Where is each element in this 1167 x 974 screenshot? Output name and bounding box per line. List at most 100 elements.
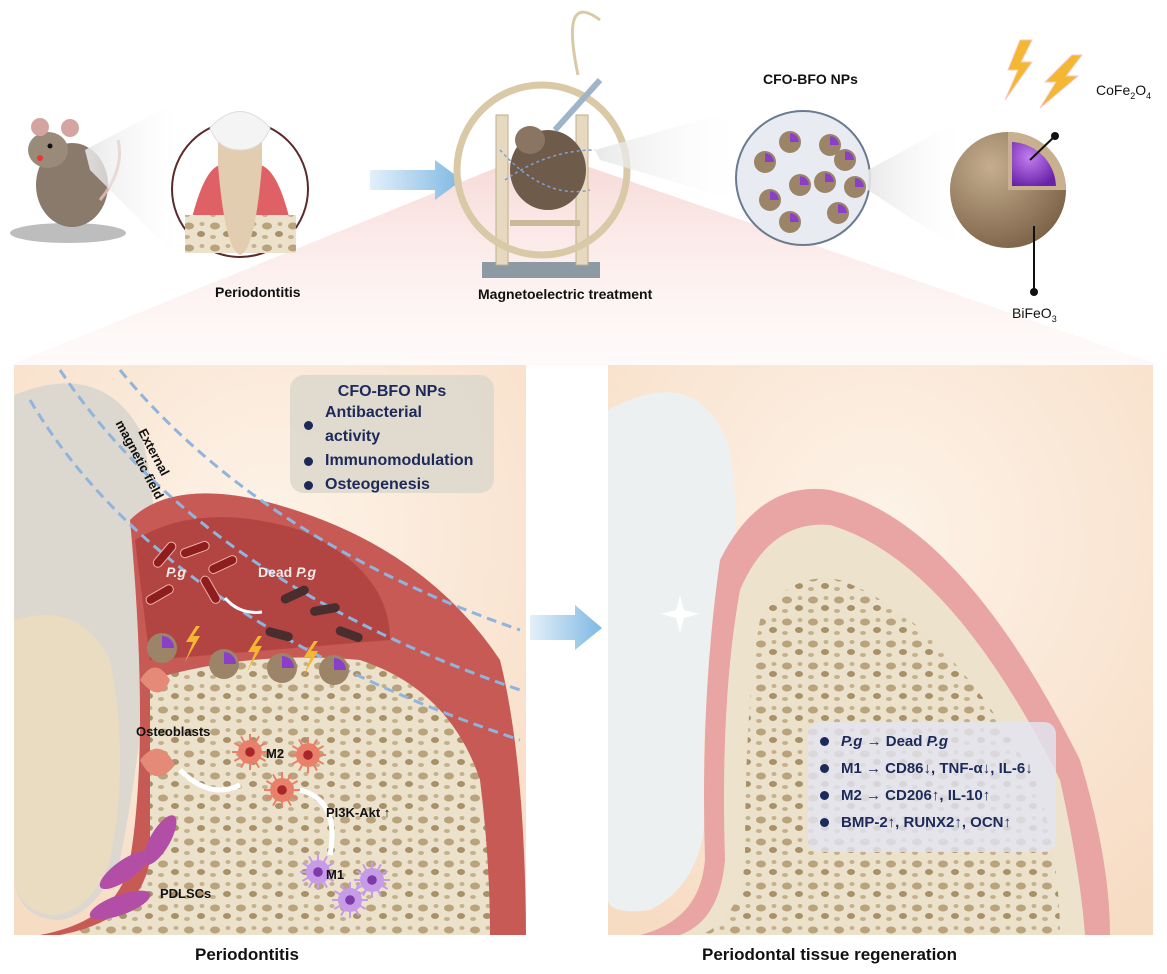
pdlscs-label: PDLSCs bbox=[160, 886, 212, 901]
right-panel-caption: Periodontal tissue regeneration bbox=[702, 945, 958, 964]
outcome-item: M1 → CD86↓, TNF-α↓, IL-6↓ bbox=[820, 755, 1044, 782]
nanoparticle-icon bbox=[814, 171, 836, 193]
np-cluster-label: CFO-BFO NPs bbox=[763, 71, 858, 87]
polarization-arrow bbox=[299, 787, 335, 856]
left-panel-caption: Periodontitis bbox=[195, 945, 299, 964]
bullet-icon bbox=[820, 737, 829, 746]
step-label-periodontitis: Periodontitis bbox=[215, 284, 301, 300]
nps-info-item-text: Immunomodulation bbox=[325, 452, 474, 469]
nanoparticle-icon bbox=[844, 176, 866, 198]
magnetic-field-line bbox=[118, 369, 521, 632]
differentiation-arrow bbox=[178, 768, 242, 793]
osteoblasts-label: Osteoblasts bbox=[136, 724, 211, 739]
macrophage-icon bbox=[232, 734, 268, 770]
pg-label: P.g bbox=[166, 564, 186, 580]
m2-label: M2 bbox=[266, 746, 285, 761]
lightning-bolt-icon bbox=[1039, 54, 1084, 109]
shell-label: BiFeO3 bbox=[1012, 305, 1057, 324]
core-label-text: CoFe bbox=[1096, 82, 1131, 98]
outcome-arrow-text: → Dead bbox=[862, 733, 927, 750]
zoom-beam-3 bbox=[868, 120, 960, 250]
gum-lightning-bolts bbox=[185, 626, 318, 677]
core-label-mid: O bbox=[1135, 82, 1147, 98]
bullet-icon bbox=[820, 818, 829, 827]
m1-macrophages bbox=[300, 854, 390, 918]
nanoparticle-icon bbox=[759, 189, 781, 211]
macrophage-icon bbox=[290, 737, 326, 773]
shell-label-sub: 3 bbox=[1051, 313, 1057, 324]
core-shell-nanoparticle bbox=[950, 132, 1066, 296]
nanoparticle-icon bbox=[779, 131, 801, 153]
core-label: CoFe2O4 bbox=[1096, 82, 1151, 101]
m1-label: M1 bbox=[326, 867, 345, 882]
bullet-icon bbox=[820, 764, 829, 773]
outcome-pg: P.g bbox=[841, 733, 863, 750]
nanoparticle-icon bbox=[267, 653, 297, 683]
nanoparticle-icon bbox=[819, 134, 841, 156]
outcome-item: BMP-2↑, RUNX2↑, OCN↑ bbox=[820, 809, 1044, 836]
outcome-item-text: M2 → CD206↑, IL-10↑ bbox=[841, 787, 991, 804]
bullet-icon bbox=[820, 791, 829, 800]
outcome-item-text: P.g → Dead P.g bbox=[841, 728, 948, 755]
tooth-root bbox=[14, 615, 120, 915]
live-bacteria bbox=[145, 540, 238, 605]
macrophage-icon bbox=[354, 862, 390, 898]
shell-label-mid: O bbox=[1040, 305, 1052, 321]
flow-arrow-2 bbox=[530, 605, 602, 650]
nps-info-item: Antibacterial activity bbox=[304, 401, 480, 449]
bullet-icon bbox=[304, 456, 313, 466]
nps-info-item: Immunomodulation bbox=[304, 449, 480, 473]
healthy-tooth bbox=[608, 392, 736, 912]
outcome-item-text: BMP-2↑, RUNX2↑, OCN↑ bbox=[841, 814, 1012, 831]
dead-pg-prefix: Dead bbox=[258, 564, 297, 580]
outcome-info-box: P.g → Dead P.g M1 → CD86↓, TNF-α↓, IL-6↓… bbox=[808, 722, 1056, 852]
pdlsc-cells bbox=[89, 815, 177, 920]
core-label-sub1: 2 bbox=[1130, 90, 1136, 101]
magnetic-field-line bbox=[58, 369, 521, 692]
lightning-bolt-icon bbox=[247, 636, 262, 672]
outcome-dead-pg: P.g bbox=[926, 733, 948, 750]
pathway-label: PI3K-Akt ↑ bbox=[326, 805, 391, 820]
lightning-bolt-icon bbox=[185, 626, 200, 662]
core-pointer-dot bbox=[1051, 132, 1059, 140]
macrophage-icon bbox=[264, 772, 300, 808]
nanoparticle-icon bbox=[779, 211, 801, 233]
outcome-item: M2 → CD206↑, IL-10↑ bbox=[820, 782, 1044, 809]
flow-arrow-1 bbox=[370, 160, 462, 200]
nanoparticle-icon bbox=[827, 202, 849, 224]
bullet-icon bbox=[304, 480, 313, 490]
nps-info-item: Osteogenesis bbox=[304, 473, 480, 497]
nanoparticle-icon bbox=[789, 174, 811, 196]
lightning-bolt-icon bbox=[1004, 39, 1033, 101]
nps-info-item-text: Osteogenesis bbox=[325, 476, 430, 493]
sparkle-icon bbox=[661, 595, 699, 633]
core-label-sub2: 4 bbox=[1146, 90, 1152, 101]
dead-pg-label: Dead P.g bbox=[258, 564, 316, 580]
nanoparticle-icon bbox=[147, 633, 177, 663]
np-cluster-particles bbox=[754, 131, 866, 233]
magnetoelectric-device bbox=[453, 10, 631, 278]
m2-macrophages bbox=[232, 734, 326, 808]
dead-pg-italic: P.g bbox=[296, 564, 317, 580]
nps-info-box: CFO-BFO NPs Antibacterial activity Immun… bbox=[290, 375, 494, 493]
zoom-beam-2 bbox=[595, 110, 735, 200]
gum-nanoparticles bbox=[147, 633, 349, 685]
shell-label-text: BiFe bbox=[1012, 305, 1041, 321]
conversion-arrow bbox=[223, 596, 263, 614]
dead-bacteria bbox=[265, 585, 363, 642]
lightning-bolt-icon bbox=[303, 641, 318, 677]
nanoparticle-icon bbox=[834, 149, 856, 171]
outcome-item: P.g → Dead P.g bbox=[820, 728, 1044, 755]
step-label-treatment: Magnetoelectric treatment bbox=[478, 286, 653, 302]
nps-info-item-text: Antibacterial activity bbox=[325, 404, 422, 445]
zoom-beam bbox=[85, 100, 180, 260]
shell-pointer-dot bbox=[1030, 288, 1038, 296]
nanoparticle-icon bbox=[754, 151, 776, 173]
nps-info-title: CFO-BFO NPs bbox=[337, 383, 447, 400]
nanoparticle-icon bbox=[209, 649, 239, 679]
bullet-icon bbox=[304, 420, 313, 430]
macrophage-icon bbox=[300, 854, 336, 890]
macrophage-icon bbox=[332, 882, 368, 918]
outcome-item-text: M1 → CD86↓, TNF-α↓, IL-6↓ bbox=[841, 760, 1033, 777]
nanoparticle-icon bbox=[319, 655, 349, 685]
